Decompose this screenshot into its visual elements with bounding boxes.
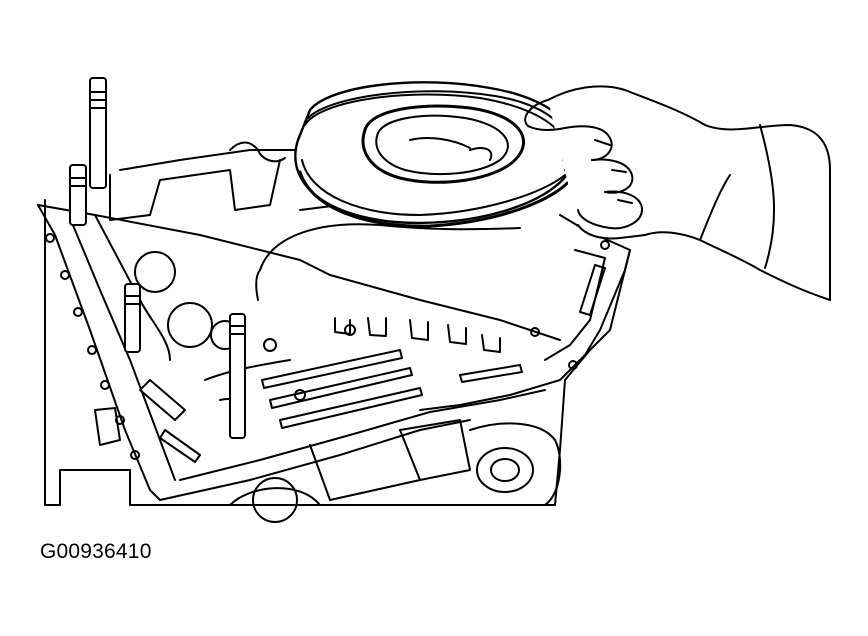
oil-seal-ring	[295, 82, 576, 226]
clutch-drum-tabs	[335, 318, 500, 352]
technical-illustration	[0, 0, 868, 540]
hand	[525, 86, 830, 300]
valve-body-passages	[95, 252, 355, 522]
gasket-rail	[38, 205, 630, 500]
output-housing	[310, 420, 560, 505]
alignment-studs	[70, 78, 245, 438]
figure-id-label: G00936410	[40, 540, 152, 563]
